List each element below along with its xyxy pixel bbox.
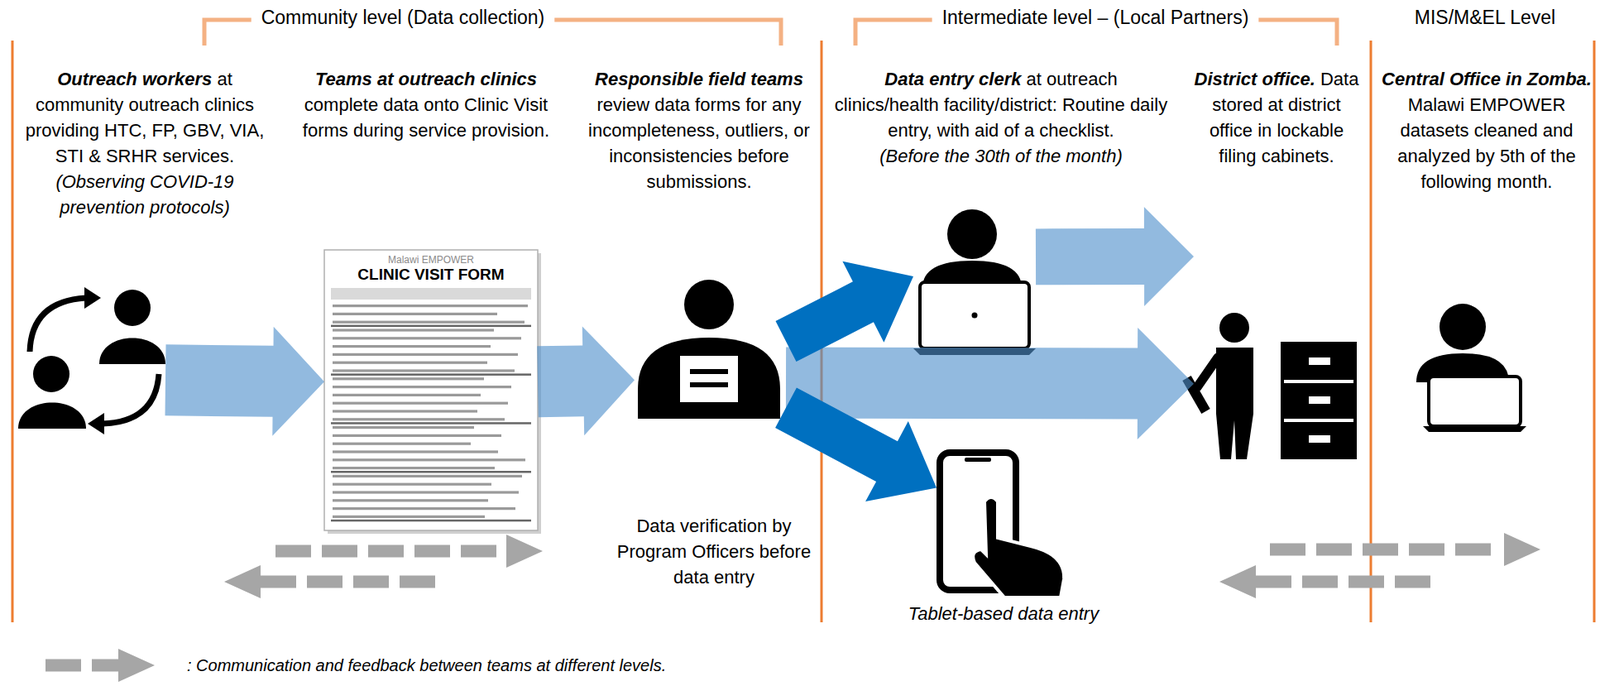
bracket-line	[1258, 19, 1337, 46]
column-node: Data entry clerk at outreach clinics/hea…	[913, 204, 1036, 355]
tablet-icon	[939, 452, 1064, 598]
flow-arrow	[165, 326, 326, 436]
level-heading: Community level (Data collection)	[261, 6, 546, 29]
outreach-icon	[18, 287, 166, 435]
node-text-block: Outreach workers at community outreach c…	[19, 66, 272, 221]
node-text-block: Tablet-based data entry	[879, 600, 1128, 627]
column-node: Teams at outreach clinics complete data …	[324, 249, 538, 531]
node-text: Malawi EMPOWER datasets cleaned and anal…	[1397, 94, 1576, 192]
level-band: MIS/M&EL LevelCentral Office in Zomba. M…	[1370, 0, 1595, 646]
form-subtitle: Malawi EMPOWER	[331, 253, 531, 266]
node-text-block: Responsible field teams review data form…	[583, 66, 815, 195]
node-text: Tablet-based data entry	[908, 603, 1099, 624]
district-office-icon	[1182, 312, 1357, 460]
node-text: complete data onto Clinic Visit forms du…	[302, 94, 550, 141]
node-text-block: District office. Data stored at district…	[1192, 66, 1362, 169]
node-text-block: Data entry clerk at outreach clinics/hea…	[831, 66, 1171, 169]
node-heading: Responsible field teams	[594, 68, 804, 90]
column-node: Responsible field teams review data form…	[634, 280, 786, 419]
legend-sample	[45, 648, 155, 682]
bracket-line	[204, 19, 252, 46]
level-divider-lines	[12, 40, 1595, 623]
column-node: District office. Data stored at district…	[1193, 223, 1357, 460]
field-team-icon	[637, 279, 781, 419]
flow-arrow	[1035, 206, 1194, 307]
node-heading: District office.	[1194, 68, 1316, 90]
node-text-block: MIS/M&EL Level	[1376, 4, 1594, 31]
bracket-line	[554, 19, 781, 46]
node-text-block: Intermediate level – (Local Partners)	[913, 4, 1278, 31]
node-text-block: Community level (Data collection)	[171, 4, 635, 31]
node-heading: Data entry clerk	[884, 68, 1021, 90]
central-office-icon	[1416, 303, 1527, 432]
node-text-block: Central Office in Zomba. Malawi EMPOWER …	[1381, 66, 1593, 195]
node-text: (Observing COVID-19 prevention protocols…	[19, 168, 272, 221]
node-text: (Before the 30th of the month)	[831, 143, 1171, 169]
level-heading: Intermediate level – (Local Partners)	[942, 6, 1250, 29]
node-heading: Teams at outreach clinics	[315, 68, 537, 90]
level-band: Intermediate level – (Local Partners) Dat…	[821, 0, 1371, 646]
node-heading: Central Office in Zomba.	[1381, 68, 1592, 90]
form-title: CLINIC VISIT FORM	[327, 265, 535, 284]
flow-arrow	[536, 325, 635, 436]
entry-arrow	[775, 387, 937, 502]
entry-arrow	[776, 261, 915, 362]
central-feedback-arrows	[1219, 532, 1541, 599]
column-node: Outreach workers at community outreach c…	[14, 281, 166, 429]
bracket-line	[855, 19, 933, 46]
community-feedback-arrows	[224, 534, 543, 599]
node-text: review data forms for any incompleteness…	[588, 94, 810, 192]
tablet-node: Tablet-based data entry	[936, 449, 1072, 598]
clinic-visit-form	[324, 249, 542, 534]
node-heading: Outreach workers	[57, 68, 212, 90]
verification-note: Data verification by Program Officers be…	[608, 512, 820, 590]
column-node: Central Office in Zomba. Malawi EMPOWER …	[1403, 301, 1521, 429]
level-heading: MIS/M&EL Level	[1414, 6, 1556, 29]
node-text-block: Teams at outreach clinics complete data …	[289, 66, 563, 144]
data-clerk-icon	[913, 209, 1036, 355]
legend-text: : Communication and feedback between tea…	[186, 654, 666, 676]
